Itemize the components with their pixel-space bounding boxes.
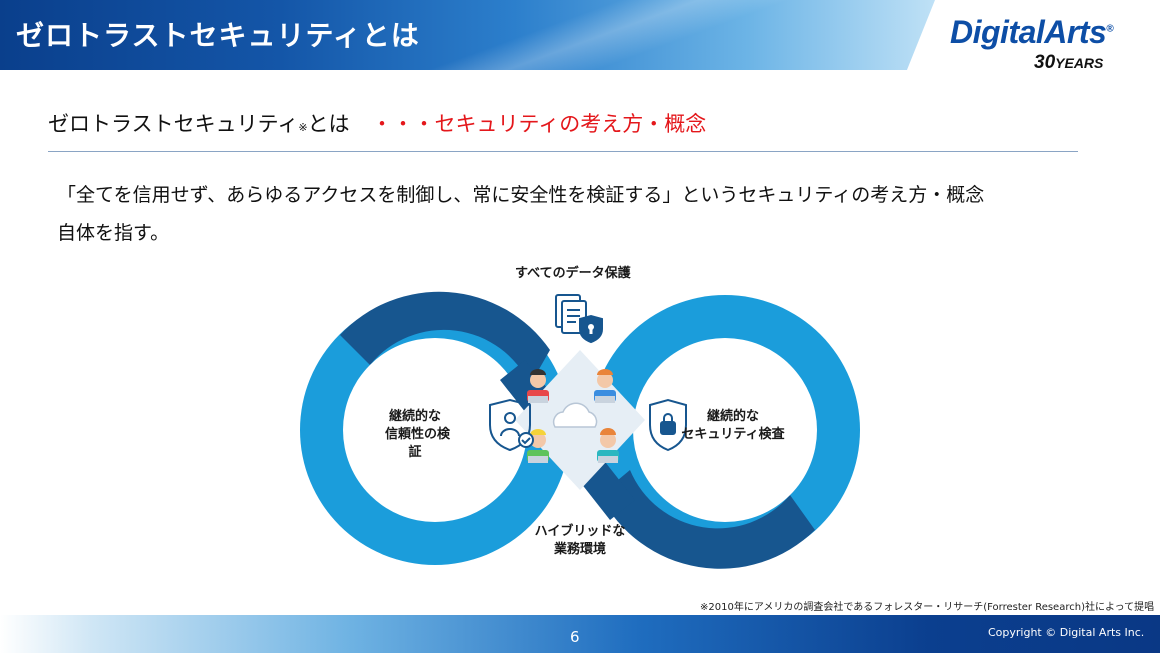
- copyright: Copyright © Digital Arts Inc.: [988, 626, 1145, 639]
- logo-anniversary: 30YEARS: [1034, 52, 1104, 73]
- company-logo: DigitalArts® 30YEARS: [950, 14, 1140, 76]
- subtitle-definition: ・・・セキュリティの考え方・概念: [371, 112, 707, 136]
- label-continuous-inspection: 継続的な セキュリティ検査: [681, 409, 785, 442]
- padlock-shield-icon: [649, 398, 687, 452]
- user-laptop-icon: [527, 429, 549, 463]
- label-data-protection: すべてのデータ保護: [515, 266, 631, 281]
- infinity-diagram: すべてのデータ保護 継続的な 信頼性の検 証 継続的な セキュリティ検査 ハイブ…: [300, 255, 860, 575]
- label-hybrid-work: ハイブリッドな 業務環境: [534, 524, 626, 557]
- page-title: ゼロトラストセキュリティとは: [16, 19, 420, 52]
- subtitle-tail: とは: [307, 112, 350, 136]
- user-shield-icon: [489, 398, 534, 452]
- label-continuous-trust: 継続的な 信頼性の検 証: [385, 409, 451, 460]
- cloud-icon: [552, 402, 598, 428]
- right-loop-dark-segment: [600, 470, 815, 569]
- infinity-loop-graphic: [300, 291, 860, 569]
- definition-line-2: 自体を指す。: [57, 222, 170, 244]
- footer-bar: [0, 615, 1160, 653]
- footnote: ※2010年にアメリカの調査会社であるフォレスター・リサーチ(Forrester…: [700, 602, 1155, 613]
- subtitle-main: ゼロトラストセキュリティ: [48, 112, 299, 136]
- subtitle-note-mark: ※: [298, 121, 308, 134]
- header-band: [0, 0, 935, 70]
- subtitle: ゼロトラストセキュリティ※とは・・・セキュリティの考え方・概念: [48, 108, 1078, 142]
- right-loop-hole: [633, 338, 817, 522]
- user-laptop-icon: [527, 369, 549, 403]
- header-bar: ゼロトラストセキュリティとは: [0, 0, 1160, 70]
- user-laptop-icon: [594, 369, 616, 403]
- left-loop-dark-segment: [340, 291, 550, 385]
- document-shield-icon: [555, 294, 603, 344]
- divider: [48, 151, 1078, 152]
- definition-text: 「全てを信用せず、あらゆるアクセスを制御し、常に安全性を検証する」というセキュリ…: [57, 176, 1097, 252]
- definition-line-1: 「全てを信用せず、あらゆるアクセスを制御し、常に安全性を検証する」というセキュリ…: [57, 184, 985, 206]
- left-loop-hole: [343, 338, 527, 522]
- page-number: 6: [570, 628, 580, 646]
- logo-wordmark: DigitalArts®: [950, 14, 1114, 50]
- user-laptop-icon: [597, 428, 619, 463]
